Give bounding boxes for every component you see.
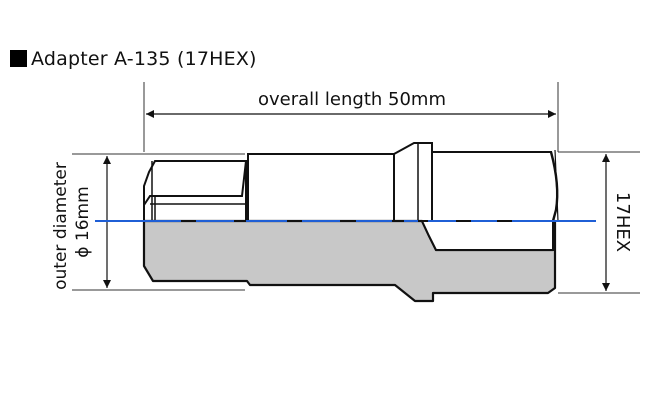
outer-diameter-label: outer diameter [51, 162, 71, 290]
square-bullet-icon [10, 50, 27, 67]
hex-label: 17HEX [612, 192, 633, 252]
overall-length-dimension: overall length 50mm [143, 82, 559, 152]
title-text: Adapter A-135 (17HEX) [31, 48, 257, 70]
diagram-title: Adapter A-135 (17HEX) [10, 48, 257, 70]
overall-length-label: overall length 50mm [258, 89, 446, 110]
section-view [142, 219, 557, 303]
hex-dimension: 17HEX [558, 151, 640, 294]
exterior-view [143, 142, 559, 222]
diameter-value-label: ϕ 16mm [73, 186, 93, 257]
outer-diameter-dimension: outer diameter ϕ 16mm [51, 153, 245, 291]
